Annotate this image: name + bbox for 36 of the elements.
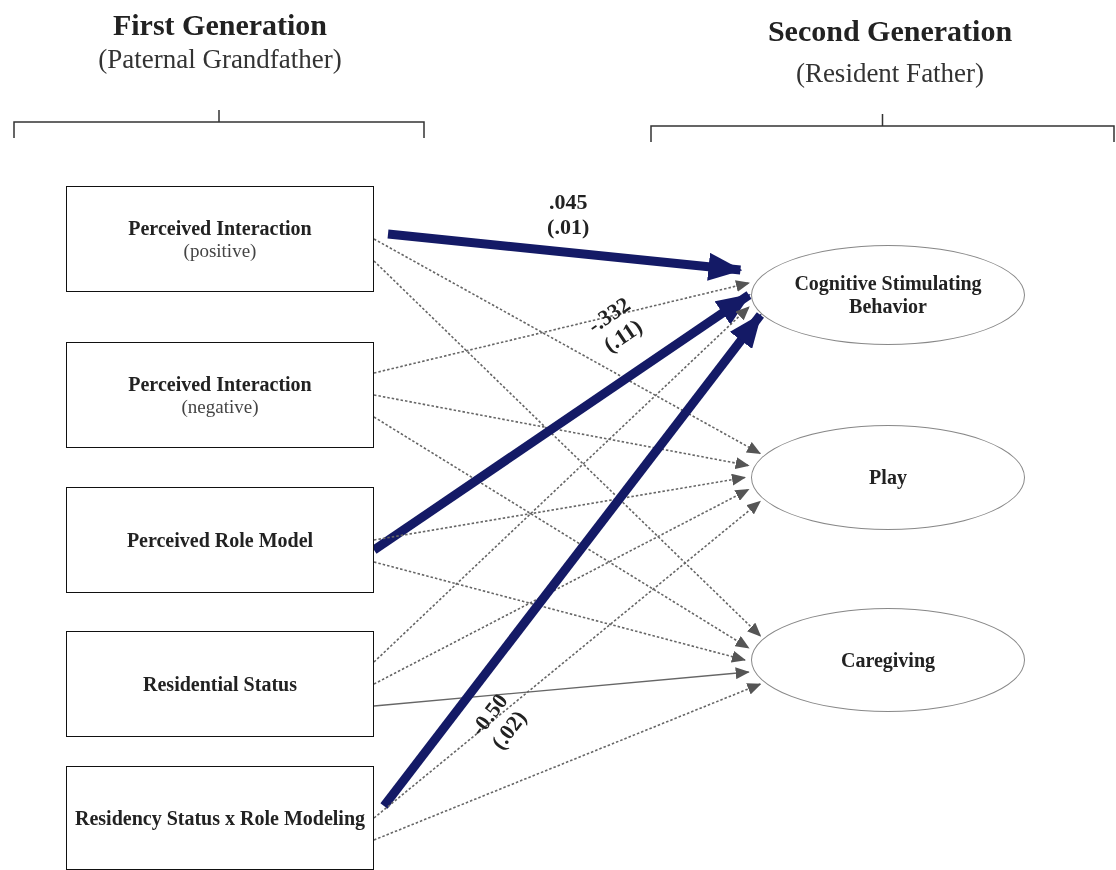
variable-box [66, 186, 374, 292]
significant-path-arrow [387, 229, 743, 281]
node-sublabel: (negative) [181, 395, 259, 418]
node-sublabel: (positive) [183, 239, 257, 262]
node-label: Perceived Interaction [128, 372, 312, 396]
significant-path-arrow [371, 291, 752, 554]
column-heading: First Generation [111, 8, 329, 42]
path-arrow [373, 667, 750, 707]
node-label: Play [869, 466, 907, 489]
path-arrow [373, 561, 746, 663]
node-label: Perceived Role Model [126, 528, 314, 552]
variable-box [66, 487, 374, 593]
path-arrow [373, 683, 762, 841]
path-arrow [373, 394, 750, 469]
path-arrow [373, 488, 750, 685]
path-arrow [373, 500, 761, 819]
column-subheading: (Resident Father) [794, 58, 986, 89]
node-label: Cognitive Stimulating Behavior [793, 272, 983, 318]
coefficient-label: .045 (.01) [547, 188, 590, 240]
path-arrow [373, 416, 750, 649]
coefficient-label: -.332 (.11) [582, 291, 648, 359]
node-label: Residency Status x Role Modeling [75, 806, 365, 830]
path-arrow [373, 473, 746, 541]
path-arrow [373, 280, 750, 374]
path-arrow [373, 238, 762, 455]
node-label: Caregiving [840, 648, 936, 672]
significant-path-arrow [380, 312, 764, 809]
node-label: Perceived Interaction [128, 216, 312, 240]
path-arrow [373, 306, 750, 663]
variable-box [66, 766, 374, 870]
path-arrow [373, 260, 762, 637]
variable-box [66, 342, 374, 448]
node-label: Residential Status [143, 672, 297, 696]
variable-box [66, 631, 374, 737]
column-subheading: (Paternal Grandfather) [97, 44, 343, 75]
column-heading: Second Generation [766, 14, 1014, 48]
